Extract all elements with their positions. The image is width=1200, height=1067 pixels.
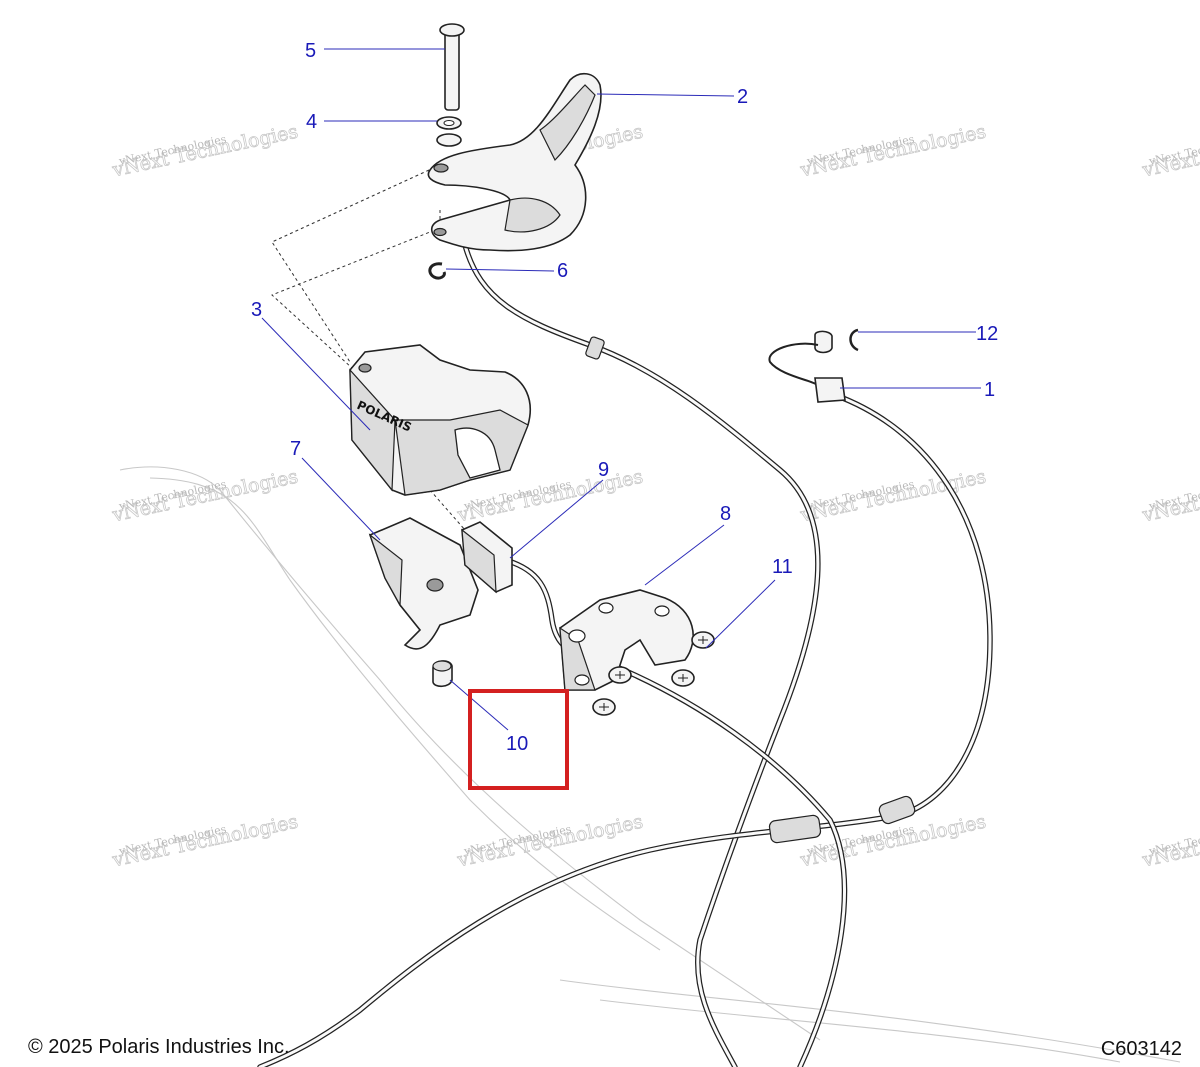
callout-2[interactable]: 2 <box>737 86 748 108</box>
cables <box>257 242 993 1067</box>
background-outline <box>119 466 1181 1063</box>
callout-9[interactable]: 9 <box>598 459 609 481</box>
part-e-clip[interactable] <box>849 328 859 352</box>
copyright-text: © 2025 Polaris Industries Inc. <box>28 1036 290 1058</box>
callouts: 5 4 2 6 3 7 9 8 11 10 12 1 <box>251 40 998 755</box>
part-screws[interactable] <box>592 631 715 716</box>
part-switch[interactable] <box>461 521 513 594</box>
part-pin[interactable] <box>439 23 465 111</box>
diagram-id: C603142 <box>1100 1038 1182 1060</box>
callout-10[interactable]: 10 <box>506 733 528 755</box>
part-retaining-clip[interactable] <box>428 262 446 280</box>
callout-5[interactable]: 5 <box>305 40 316 62</box>
leader-lines <box>261 48 981 731</box>
callout-3[interactable]: 3 <box>251 299 262 321</box>
part-housing[interactable]: POLARIS <box>349 344 532 496</box>
highlight-box <box>468 689 569 790</box>
callout-4[interactable]: 4 <box>306 111 317 133</box>
part-sensor-connector[interactable] <box>768 330 846 403</box>
part-cap[interactable] <box>432 660 453 688</box>
part-lever[interactable] <box>427 72 602 252</box>
watermarks: vNext Technologies vNext Technologies vN… <box>109 120 1200 872</box>
callout-7[interactable]: 7 <box>290 438 301 460</box>
callout-11[interactable]: 11 <box>772 556 793 578</box>
callout-6[interactable]: 6 <box>557 260 568 282</box>
callout-1[interactable]: 1 <box>984 379 995 401</box>
callout-8[interactable]: 8 <box>720 503 731 525</box>
part-mounting-plate[interactable] <box>559 589 694 691</box>
callout-12[interactable]: 12 <box>976 323 998 345</box>
part-lower-bracket[interactable] <box>368 517 479 650</box>
part-washer[interactable] <box>436 116 462 147</box>
